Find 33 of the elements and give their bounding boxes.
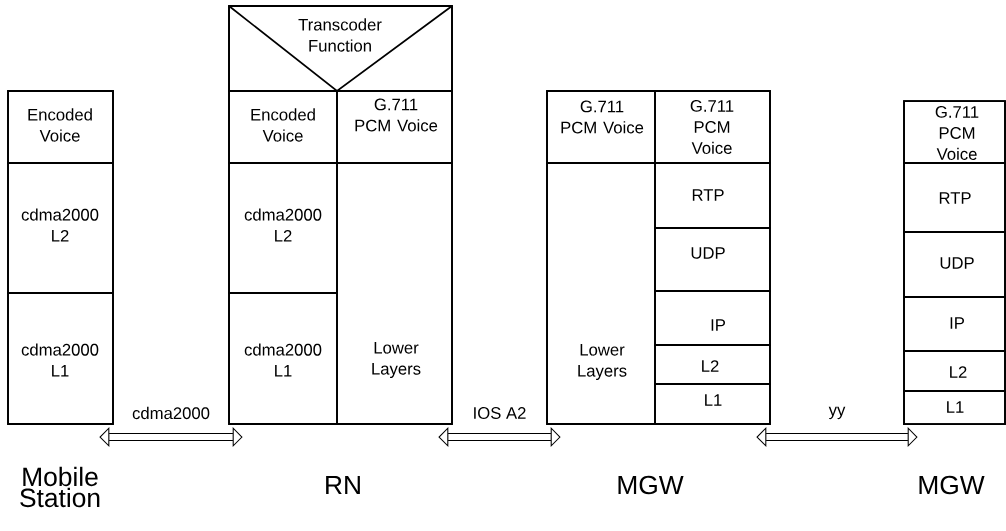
protocol-layer-box: Encoded Voice [7, 90, 114, 164]
protocol-layer-box: Lower Layers [546, 162, 656, 425]
protocol-layer-box: L2 [903, 350, 1006, 392]
protocol-layer-box: cdma2000 L1 [228, 292, 338, 425]
protocol-layer-box: Lower Layers [336, 162, 453, 425]
protocol-layer-box: Encoded Voice [228, 90, 338, 164]
double-arrow [438, 426, 561, 448]
protocol-layer-box: RTP [654, 162, 771, 229]
protocol-layer-box: UDP [903, 231, 1006, 298]
double-arrow [99, 426, 243, 448]
node-label: RN [326, 475, 360, 495]
node-label: Mobile Station [20, 466, 100, 508]
protocol-layer-box: IP [654, 290, 771, 346]
edge-label: yy [828, 406, 846, 420]
protocol-layer-box: G.711 PCM Voice [546, 90, 656, 164]
protocol-layer-box: UDP [654, 227, 771, 292]
transcoder-box: Transcoder Function [228, 5, 453, 93]
protocol-layer-box: cdma2000 L2 [7, 162, 114, 294]
protocol-layer-box: L2 [654, 344, 771, 385]
protocol-layer-box: G.711 PCM Voice [903, 100, 1006, 164]
protocol-layer-box: G.711 PCM Voice [654, 90, 771, 164]
protocol-layer-box: cdma2000 L1 [7, 292, 114, 425]
protocol-layer-box: IP [903, 296, 1006, 352]
edge-label: IOS A2 [474, 407, 526, 419]
protocol-layer-box: L1 [654, 383, 771, 425]
protocol-layer-box: cdma2000 L2 [228, 162, 338, 294]
edge-label: cdma2000 [132, 406, 210, 420]
node-label: MGW [618, 475, 684, 495]
protocol-layer-box: L1 [903, 390, 1006, 425]
protocol-layer-box: G.711 PCM Voice [336, 90, 453, 164]
protocol-layer-box: RTP [903, 162, 1006, 233]
node-label: MGW [919, 475, 985, 495]
double-arrow [756, 426, 918, 448]
